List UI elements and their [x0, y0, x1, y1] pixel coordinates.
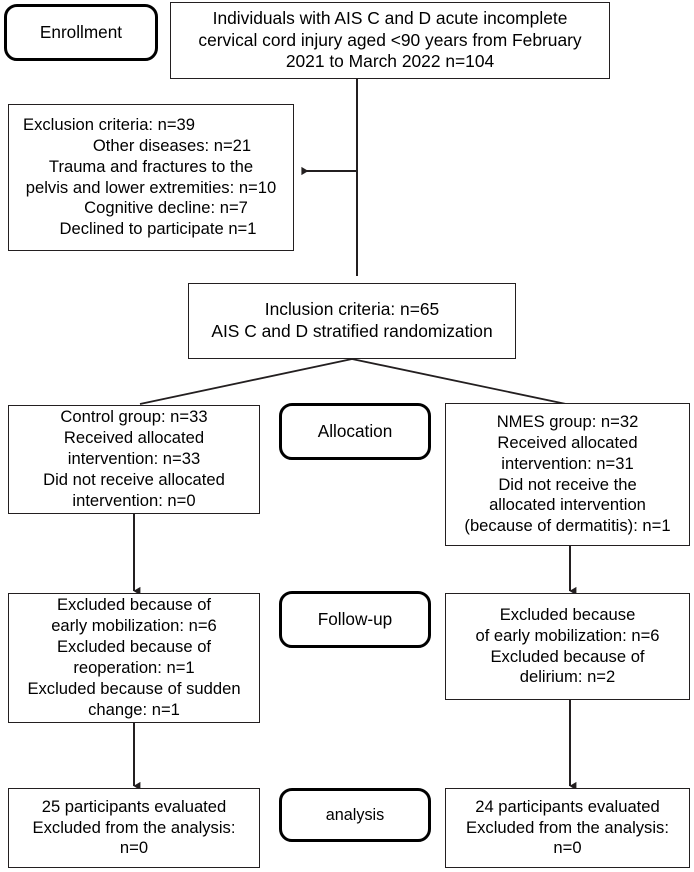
analysis-right-line-3: n=0	[553, 838, 582, 858]
stage-label-analysis-text: analysis	[325, 805, 385, 824]
stage-label-allocation-text: Allocation	[317, 420, 393, 441]
followup-left-line-1: Excluded because of	[56, 595, 212, 615]
analysis-control-box: 25 participants evaluated Excluded from …	[8, 788, 260, 868]
followup-left-line-5: Excluded because of sudden	[27, 678, 241, 698]
analysis-right-line-2: Excluded from the analysis:	[466, 817, 669, 837]
inclusion-line-2: AIS C and D stratified randomization	[211, 321, 493, 341]
analysis-right-line-1: 24 participants evaluated	[475, 796, 660, 816]
allocation-left-line-4: Did not receive allocated	[43, 469, 225, 489]
exclusion-line-3: Trauma and fractures to the	[48, 156, 254, 176]
inclusion-criteria-box: Inclusion criteria: n=65 AIS C and D str…	[188, 283, 516, 359]
inclusion-line-1: Inclusion criteria: n=65	[264, 299, 440, 320]
stage-label-enrollment: Enrollment	[4, 4, 158, 61]
exclusion-line-4: pelvis and lower extremities: n=10	[25, 177, 277, 197]
followup-left-line-3: Excluded because of	[56, 637, 212, 657]
allocation-right-line-3: intervention: n=31	[501, 453, 634, 473]
allocation-left-line-2: Received allocated	[63, 428, 205, 448]
allocation-left-line-1: Control group: n=33	[60, 407, 208, 427]
analysis-left-line-3: n=0	[119, 838, 149, 858]
followup-left-line-2: early mobilization: n=6	[51, 616, 217, 636]
followup-left-line-6: change: n=1	[88, 699, 180, 719]
followup-right-line-1: Excluded because	[499, 604, 636, 624]
exclusion-criteria-box: Exclusion criteria: n=39 Other diseases:…	[8, 104, 294, 251]
allocation-control-group-box: Control group: n=33 Received allocated i…	[8, 405, 260, 514]
connector-randomize-left	[139, 358, 353, 405]
followup-right-line-2: of early mobilization: n=6	[475, 625, 660, 645]
analysis-nmes-box: 24 participants evaluated Excluded from …	[445, 788, 690, 868]
exclusion-line-5: Cognitive decline: n=7	[84, 198, 248, 218]
connector-randomize-right	[351, 358, 567, 405]
exclusion-line-6: Declined to participate n=1	[59, 219, 257, 239]
stage-label-analysis: analysis	[279, 788, 431, 842]
stage-label-enrollment-text: Enrollment	[39, 21, 123, 42]
enrollment-line-3: 2021 to March 2022 n=104	[285, 51, 495, 72]
enrollment-box: Individuals with AIS C and D acute incom…	[170, 2, 610, 79]
exclusion-line-2: Other diseases: n=21	[92, 135, 252, 155]
followup-control-box: Excluded because of early mobilization: …	[8, 593, 260, 723]
exclusion-line-1: Exclusion criteria: n=39	[23, 114, 196, 134]
stage-label-allocation: Allocation	[279, 403, 431, 460]
allocation-right-line-2: Received allocated	[497, 432, 638, 452]
followup-nmes-box: Excluded because of early mobilization: …	[445, 593, 690, 700]
followup-left-line-4: reoperation: n=1	[73, 658, 195, 677]
allocation-right-line-1: NMES group: n=32	[496, 411, 639, 431]
followup-right-line-3: Excluded because of	[490, 646, 645, 666]
analysis-left-line-2: Excluded from the analysis:	[32, 817, 236, 837]
stage-label-followup-text: Follow-up	[317, 608, 393, 629]
followup-right-line-4: delirium: n=2	[519, 667, 616, 687]
enrollment-line-1: Individuals with AIS C and D acute incom…	[212, 7, 568, 28]
allocation-left-line-3: intervention: n=33	[67, 449, 201, 469]
allocation-right-line-6: (because of dermatitis): n=1	[464, 516, 671, 536]
analysis-left-line-1: 25 participants evaluated	[41, 796, 227, 816]
allocation-right-line-4: Did not receive the	[498, 474, 637, 494]
allocation-nmes-group-box: NMES group: n=32 Received allocated inte…	[445, 403, 690, 546]
stage-label-followup: Follow-up	[279, 591, 431, 648]
allocation-left-line-5: intervention: n=0	[72, 490, 196, 510]
allocation-right-line-5: allocated intervention	[489, 495, 646, 515]
enrollment-line-2: cervical cord injury aged <90 years from…	[198, 29, 582, 50]
